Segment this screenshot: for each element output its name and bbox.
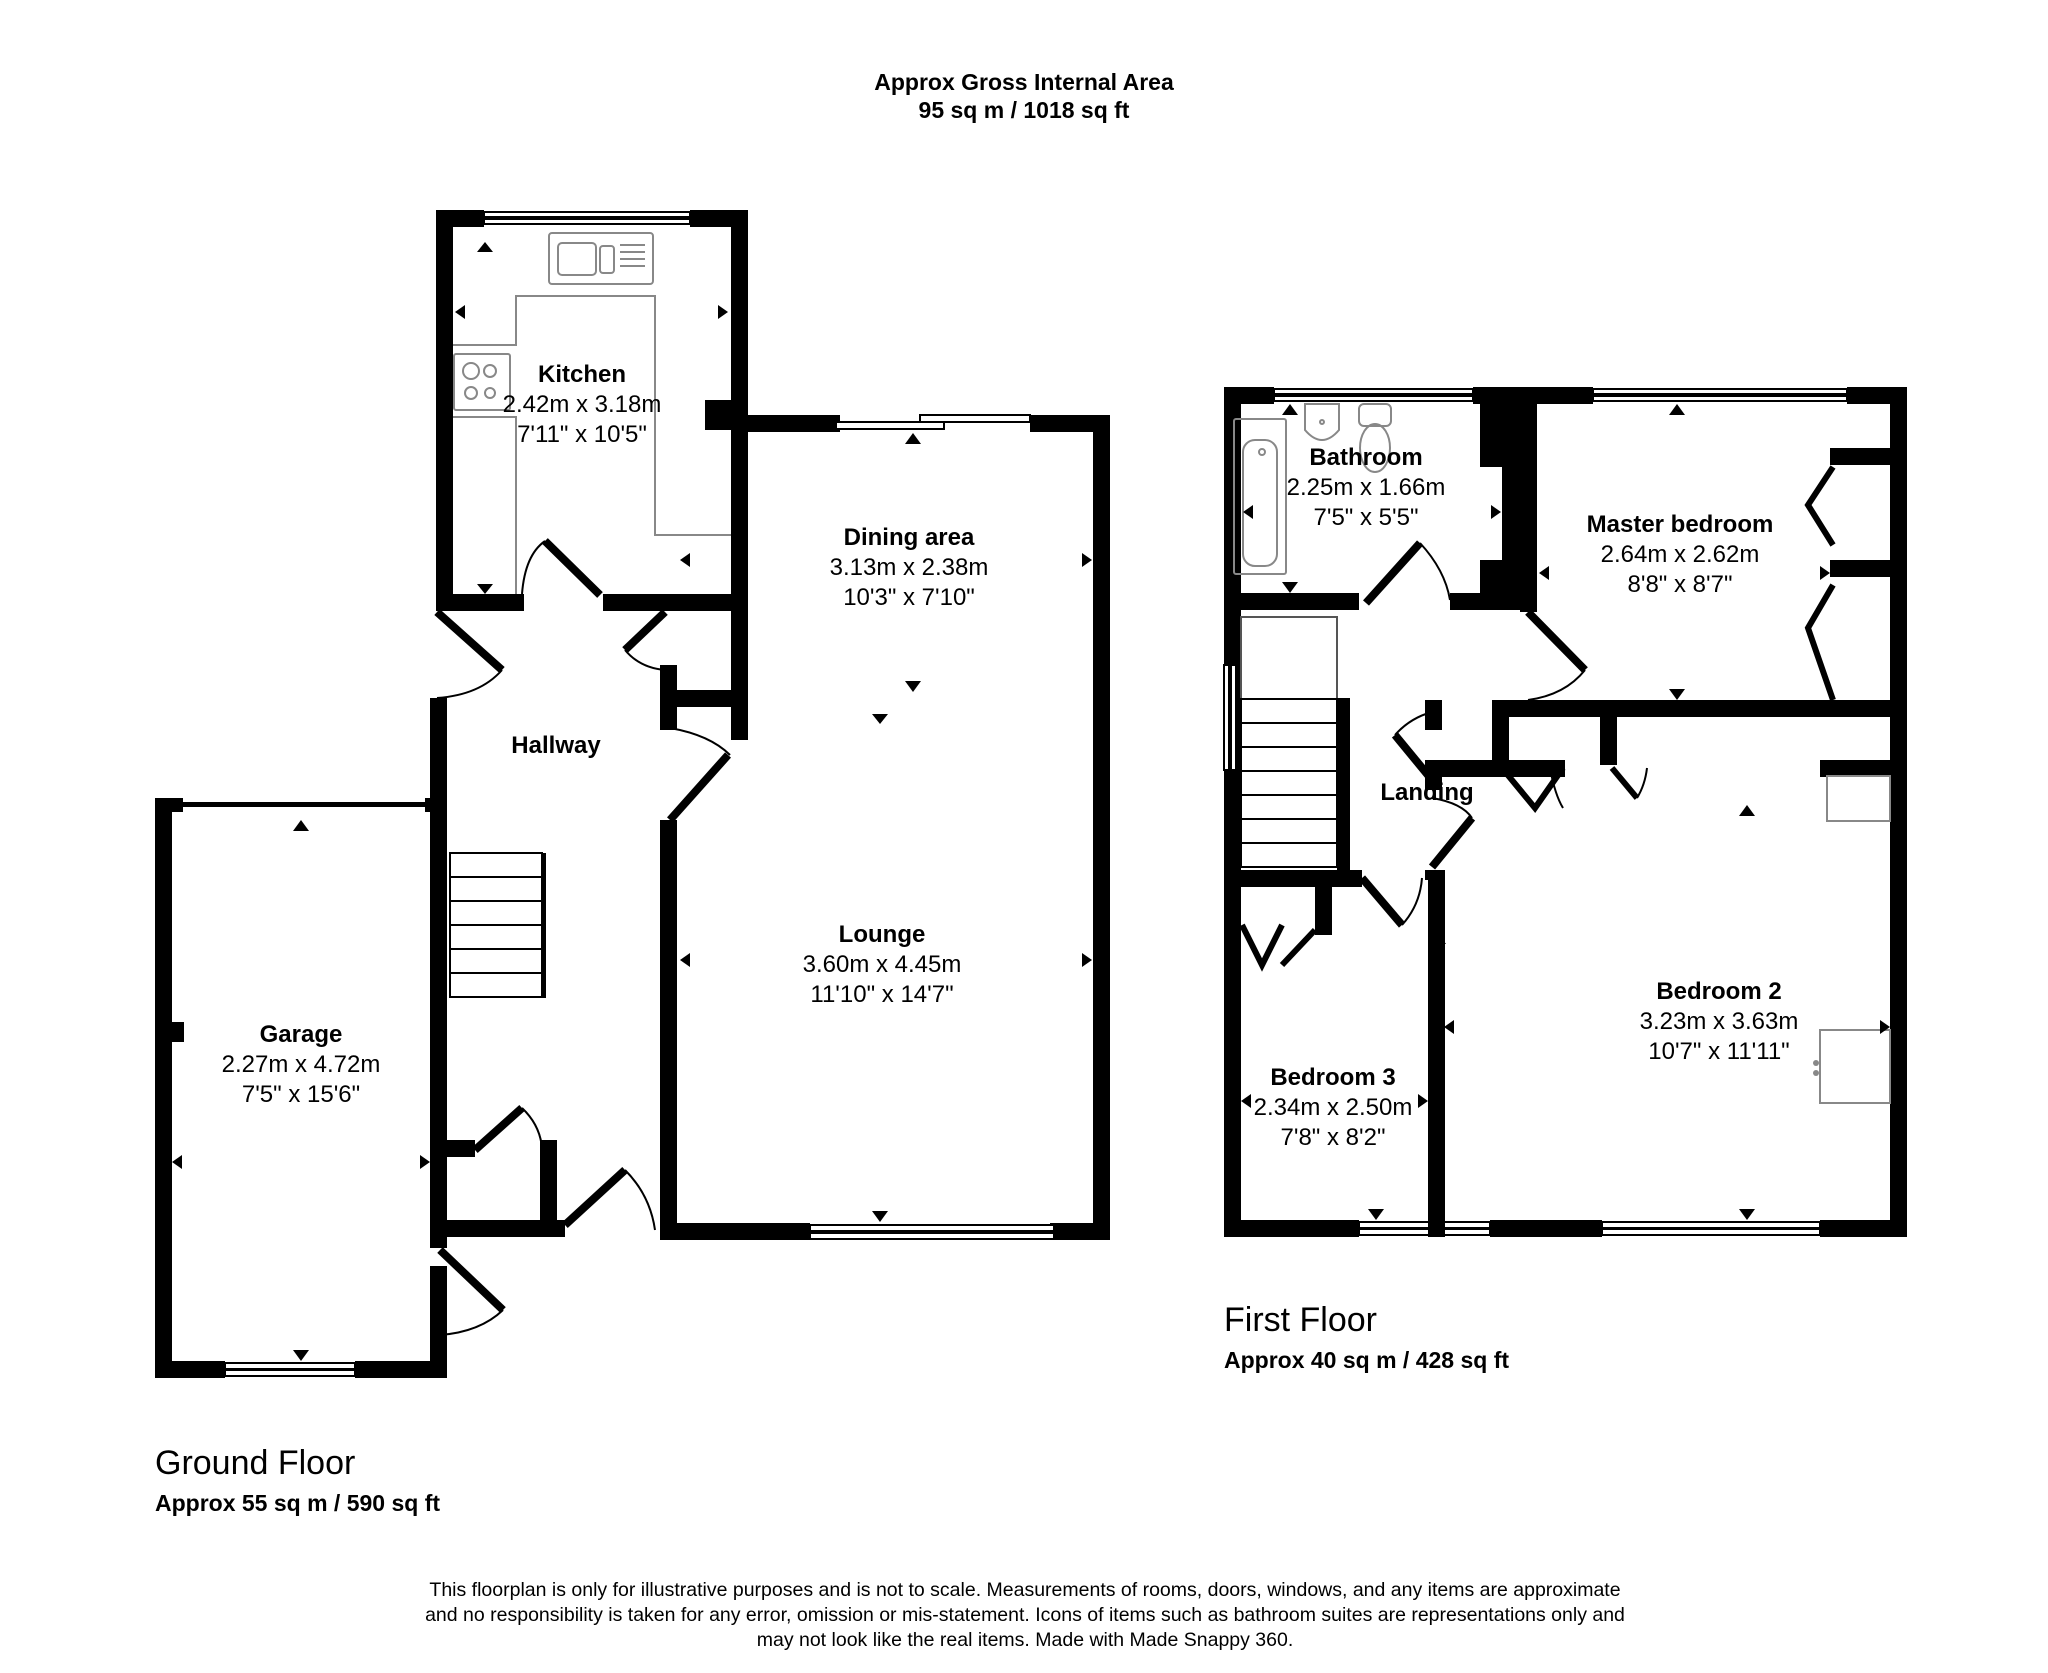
bathroom-metric: 2.25m x 1.66m xyxy=(1287,474,1446,501)
dining-imperial: 10'3" x 7'10" xyxy=(843,584,975,611)
master-bedroom-metric: 2.64m x 2.62m xyxy=(1601,541,1760,568)
stairs-first xyxy=(1240,616,1350,870)
master-bedroom-label: Master bedroom xyxy=(1587,511,1774,538)
room-labels-ground: Kitchen 2.42m x 3.18m 7'11" x 10'5" Dini… xyxy=(222,361,989,1108)
bedroom2-label: Bedroom 2 xyxy=(1656,978,1781,1005)
first-floor-windows xyxy=(1223,388,1848,1236)
hallway-doors xyxy=(434,609,668,1231)
disclaimer-line-3: may not look like the real items. Made w… xyxy=(756,1629,1294,1651)
stairs-ground xyxy=(449,852,546,998)
bathroom-label: Bathroom xyxy=(1309,444,1422,471)
landing-doors xyxy=(1358,711,1476,928)
kitchen-metric: 2.42m x 3.18m xyxy=(503,391,662,418)
bedroom3-metric: 2.34m x 2.50m xyxy=(1254,1094,1413,1121)
first-floor-title: First Floor xyxy=(1224,1301,1377,1339)
bedroom3-wardrobe-doors xyxy=(1239,923,1318,972)
bedroom2-metric: 3.23m x 3.63m xyxy=(1640,1008,1799,1035)
gia-title: Approx Gross Internal Area xyxy=(874,69,1174,95)
kitchen-window xyxy=(483,211,691,218)
first-floor-area: Approx 40 sq m / 428 sq ft xyxy=(1224,1347,1510,1373)
landing-label: Landing xyxy=(1380,779,1473,806)
bedroom2-furniture xyxy=(1813,775,1891,1104)
gross-internal-area: Approx Gross Internal Area 95 sq m / 101… xyxy=(0,68,2048,124)
patio-sliding-door xyxy=(835,414,1031,430)
measure-arrows-first xyxy=(1241,404,1890,1220)
basin-icon xyxy=(1304,403,1340,441)
hallway-walls xyxy=(430,665,740,1248)
master-bedroom-door xyxy=(1525,609,1588,701)
first-floor-plan xyxy=(1223,387,1907,1237)
dining-label: Dining area xyxy=(844,524,975,551)
sink-icon xyxy=(548,232,654,285)
bedroom2-wardrobe-doors xyxy=(1499,766,1648,813)
ground-floor-caption: Ground Floor Approx 55 sq m / 590 sq ft xyxy=(155,1443,440,1517)
garage-metric: 2.27m x 4.72m xyxy=(222,1051,381,1078)
disclaimer-line-2: and no responsibility is taken for any e… xyxy=(425,1604,1625,1626)
disclaimer: This floorplan is only for illustrative … xyxy=(340,1578,1710,1653)
bath-icon xyxy=(1233,418,1287,575)
first-floor-caption: First Floor Approx 40 sq m / 428 sq ft xyxy=(1224,1300,1509,1374)
kitchen-label: Kitchen xyxy=(538,361,626,388)
garage-imperial: 7'5" x 15'6" xyxy=(242,1081,360,1108)
bedroom3-label: Bedroom 3 xyxy=(1270,1064,1395,1091)
room-labels-first: Bathroom 2.25m x 1.66m 7'5" x 5'5" Maste… xyxy=(1254,444,1799,1151)
bedroom2-imperial: 10'7" x 11'11" xyxy=(1648,1038,1789,1065)
kitchen-door xyxy=(521,538,603,598)
ground-floor-title: Ground Floor xyxy=(155,1444,356,1482)
lounge-door xyxy=(667,727,731,823)
kitchen-imperial: 7'11" x 10'5" xyxy=(517,421,647,448)
lounge-imperial: 11'10" x 14'7" xyxy=(810,981,953,1008)
master-wardrobe-doors xyxy=(1804,465,1836,701)
lounge-window xyxy=(809,1224,1055,1240)
bathroom-imperial: 7'5" x 5'5" xyxy=(1314,504,1419,531)
gia-total: 95 sq m / 1018 sq ft xyxy=(918,97,1130,123)
ground-floor-plan xyxy=(155,210,1110,1378)
bathroom-walls xyxy=(1224,387,1525,610)
garage-walls xyxy=(155,798,447,1378)
bathroom-door xyxy=(1363,540,1451,606)
dining-metric: 3.13m x 2.38m xyxy=(830,554,989,581)
landing-walls xyxy=(1224,700,1907,1237)
kitchen-walls xyxy=(436,210,840,740)
disclaimer-line-1: This floorplan is only for illustrative … xyxy=(429,1579,1621,1601)
master-bedroom-imperial: 8'8" x 8'7" xyxy=(1628,571,1733,598)
hallway-label: Hallway xyxy=(511,732,601,759)
garage-door xyxy=(437,1247,506,1336)
kitchen-worktop xyxy=(453,295,731,594)
ground-floor-area: Approx 55 sq m / 590 sq ft xyxy=(155,1490,441,1516)
garage-window xyxy=(224,1362,356,1377)
bedroom3-imperial: 7'8" x 8'2" xyxy=(1281,1124,1386,1151)
toilet-icon xyxy=(1358,403,1392,473)
garage-label: Garage xyxy=(260,1021,343,1048)
hob-icon xyxy=(453,353,511,411)
measure-arrows-ground xyxy=(172,242,1092,1361)
lounge-label: Lounge xyxy=(839,921,926,948)
lounge-metric: 3.60m x 4.45m xyxy=(803,951,962,978)
